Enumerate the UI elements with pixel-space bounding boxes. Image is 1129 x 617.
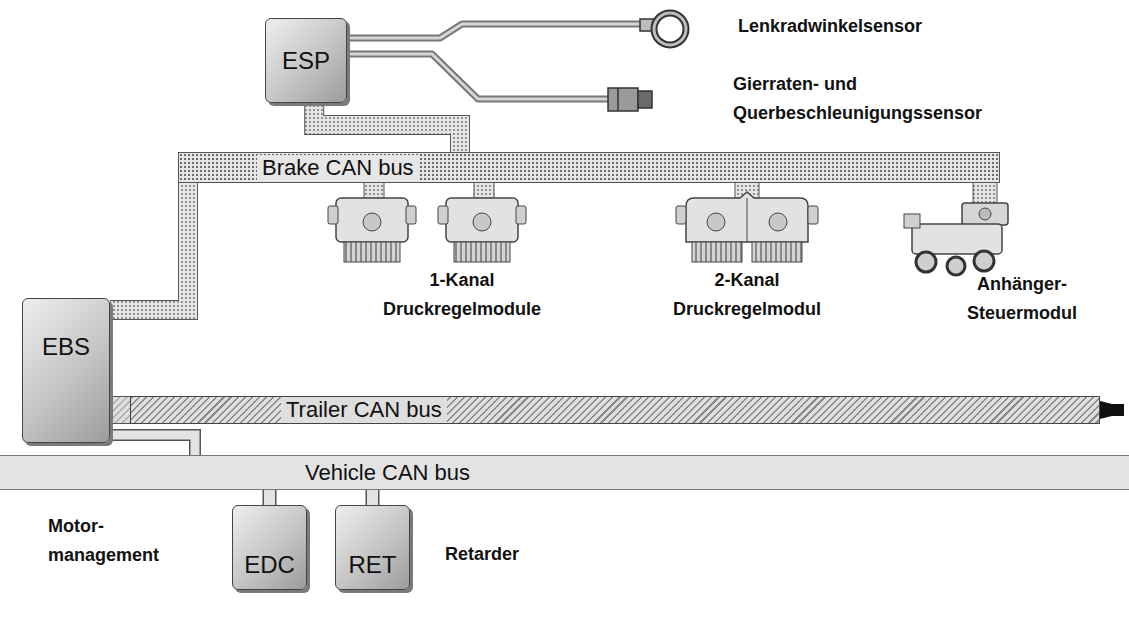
part-label-text: Lenkradwinkelsensor [738,12,922,41]
part-label-text: Retarder [445,540,519,569]
bus-name: Trailer CAN bus [281,397,447,423]
bus-connection-outline [314,103,460,153]
trailer-control-module [904,203,1008,275]
bus-connection [110,410,131,411]
part-label: Motor- management [48,512,159,570]
part-label-text: Gierraten- und Querbeschleunigungssensor [733,70,1045,128]
sensor-wire [347,24,648,99]
unit-name: EBS [42,333,90,361]
part-label: 1-Kanal Druckregelmodule [383,266,541,324]
bus-connection [110,435,195,456]
can-bus-band: Brake CAN bus [178,152,1000,183]
bus-connection [314,103,460,153]
bus-connection-outline [263,489,277,505]
can-bus-band: Trailer CAN bus [130,396,1100,424]
yaw-rate-sensor [608,88,652,111]
part-label: Lenkradwinkelsensor [738,12,922,41]
unit-name: EDC [244,551,295,579]
part-label-text: 1-Kanal Druckregelmodule [383,266,541,324]
part-label: Anhänger-Steuermodul [967,270,1077,328]
bus-connection-outline [110,435,195,456]
bus-connection-fill [314,103,460,153]
control-unit: EDC [232,505,307,590]
bus-name: Brake CAN bus [257,155,419,181]
bus-connection-outline [110,182,188,310]
unit-name: ESP [282,47,330,75]
bus-name: Vehicle CAN bus [300,460,475,486]
pressure-module-1ch [438,198,526,262]
bus-connection-outline [110,396,131,424]
bus-connection-fill [110,397,131,423]
part-label-text: Anhänger-Steuermodul [967,270,1077,328]
part-label-text: 2-Kanal Druckregelmodul [673,266,821,324]
part-label: Gierraten- und Querbeschleunigungssensor [733,70,1045,128]
bus-connection [372,489,373,505]
control-unit: RET [335,505,410,590]
bus-connection [269,489,270,505]
bus-connection-fill [264,489,275,505]
bus-connection-fill [110,182,188,310]
control-unit: ESP [265,18,347,103]
control-unit: EBS [22,298,110,443]
steering-angle-sensor [640,13,686,45]
pressure-module-1ch [328,198,416,262]
bus-connection [110,182,188,310]
pressure-module-2ch [676,192,818,262]
bus-connection-fill [110,435,195,456]
bus-connection-fill [367,489,378,505]
can-bus-band: Vehicle CAN bus [0,455,1129,490]
part-label: 2-Kanal Druckregelmodul [673,266,821,324]
unit-name: RET [349,551,397,579]
part-label: Retarder [445,540,519,569]
part-label-text: Motor- management [48,512,159,570]
bus-connection-outline [366,489,380,505]
